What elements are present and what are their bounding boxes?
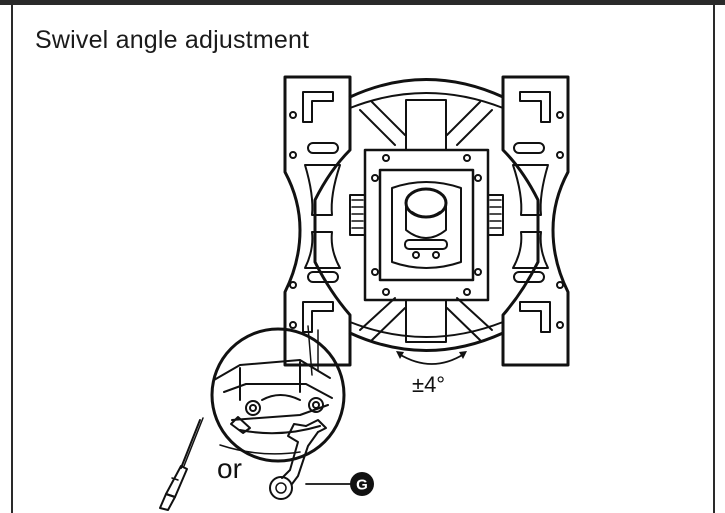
callout-letter: G <box>356 477 368 494</box>
magnified-detail-icon <box>210 325 346 463</box>
callout-badge: G <box>350 472 374 496</box>
frame-top-border <box>0 0 725 5</box>
rotation-arrow-icon <box>396 351 467 365</box>
frame-left-border <box>11 0 13 513</box>
screwdriver-icon <box>159 417 204 511</box>
callout-circle <box>350 472 374 496</box>
frame-right-border <box>713 0 715 513</box>
or-label: or <box>217 453 242 484</box>
diagram-title: Swivel angle adjustment <box>35 26 310 54</box>
mount-bracket-icon <box>283 75 570 367</box>
wrench-icon <box>269 419 327 500</box>
angle-label: ±4° <box>412 372 446 397</box>
